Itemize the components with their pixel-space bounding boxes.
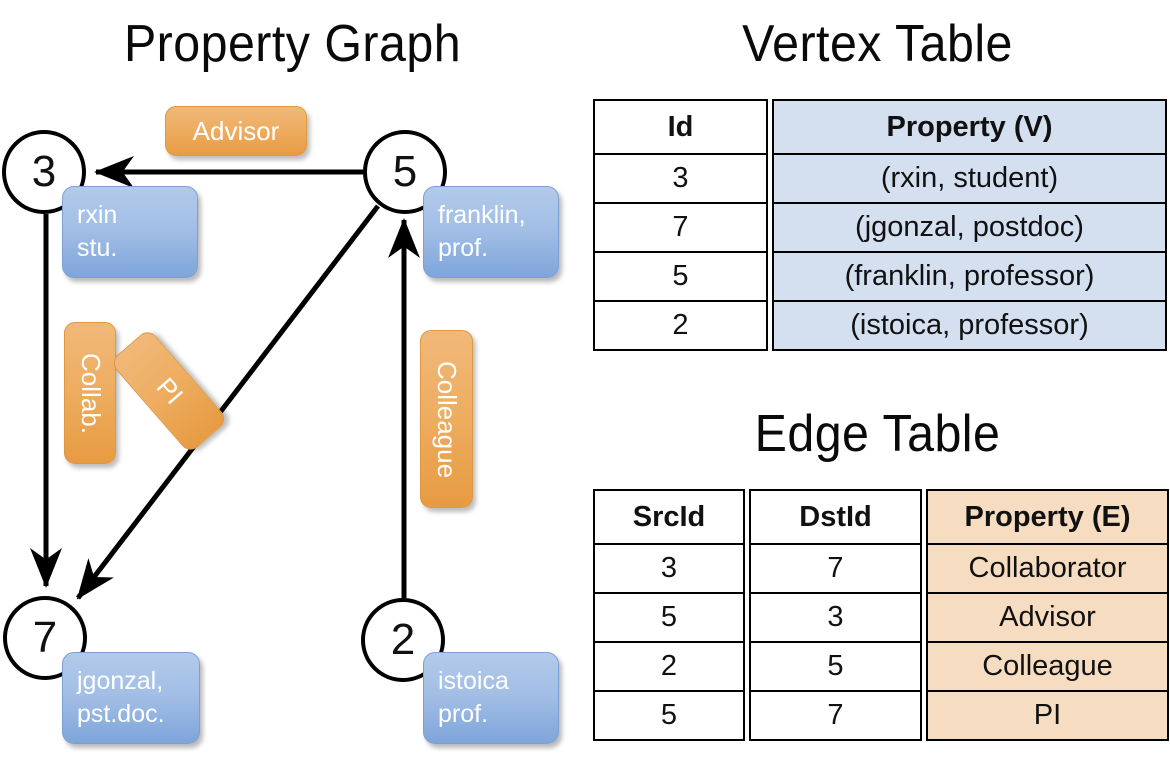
edge-label-advisor: Advisor [165, 106, 307, 156]
edge-table-header-dstid: DstId [749, 489, 922, 545]
vertex-table-cell-id: 2 [593, 300, 768, 351]
vertex-table-property-column: Property (V) (rxin, student) (jgonzal, p… [772, 99, 1167, 351]
table-row: 3 [749, 592, 922, 643]
vertex-table-cell-property: (franklin, professor) [772, 251, 1167, 302]
table-row: 5 [593, 690, 745, 741]
edge-label-collab: Collab. [64, 322, 116, 464]
vertex-table-cell-id: 5 [593, 251, 768, 302]
table-row: Advisor [926, 592, 1169, 643]
vertex-table-header-id: Id [593, 99, 768, 155]
table-row: 2 [593, 641, 745, 692]
table-row: 5 [749, 641, 922, 692]
table-row: PI [926, 690, 1169, 741]
vertex-node-2-label: 2 [390, 615, 416, 664]
vertex-table-cell-property: (jgonzal, postdoc) [772, 202, 1167, 253]
edge-pi-5-to-7 [76, 204, 380, 600]
table-row: 7 [593, 202, 768, 253]
vertex-property-callout-jgonzal: jgonzal, pst.doc. [62, 652, 200, 744]
table-row: 5 [593, 592, 745, 643]
edge-table-header-srcid: SrcId [593, 489, 745, 545]
vertex-node-5[interactable]: 5 [363, 130, 447, 214]
table-row: 2 [593, 300, 768, 351]
edge-table-cell-property: Colleague [926, 641, 1169, 692]
edge-table-cell-srcid: 5 [593, 690, 745, 741]
vertex-table-cell-id: 3 [593, 153, 768, 204]
vertex-property-callout-franklin: franklin, prof. [423, 186, 559, 278]
vertex-node-5-label: 5 [392, 147, 418, 196]
edge-table-srcid-column: SrcId 3 5 2 5 [593, 489, 745, 741]
edge-table-cell-property: Advisor [926, 592, 1169, 643]
graph-edges-layer [30, 156, 420, 600]
edge-table-cell-srcid: 2 [593, 641, 745, 692]
page-title-vertex-table: Vertex Table [742, 15, 1013, 73]
vertex-node-3-label: 3 [31, 147, 57, 196]
edge-table: SrcId 3 5 2 5 DstId 7 3 [593, 489, 1169, 741]
page-title-property-graph: Property Graph [123, 15, 462, 73]
table-header-row: Property (V) [772, 99, 1167, 155]
table-row: 7 [749, 690, 922, 741]
edge-label-colleague-text: Colleague [432, 360, 462, 478]
vertex-table-cell-property: (rxin, student) [772, 153, 1167, 204]
table-row: (jgonzal, postdoc) [772, 202, 1167, 253]
vertex-node-7-label: 7 [32, 613, 58, 662]
edge-table-cell-dstid: 5 [749, 641, 922, 692]
table-header-row: SrcId [593, 489, 745, 545]
table-row: (franklin, professor) [772, 251, 1167, 302]
table-header-row: DstId [749, 489, 922, 545]
vertex-node-2[interactable]: 2 [361, 598, 445, 682]
table-header-row: Id [593, 99, 768, 155]
table-row: Colleague [926, 641, 1169, 692]
edge-table-cell-dstid: 7 [749, 543, 922, 594]
vertex-table: Id 3 7 5 2 Property (V) (rxin, student) [593, 99, 1167, 351]
vertex-table-cell-property: (istoica, professor) [772, 300, 1167, 351]
edge-table-cell-srcid: 5 [593, 592, 745, 643]
table-row: (rxin, student) [772, 153, 1167, 204]
property-graph-diagram: 3 5 7 2 rxin stu. franklin, prof. jgonza… [2, 106, 559, 744]
edge-label-pi-text: PI [149, 371, 189, 410]
table-row: 3 [593, 543, 745, 594]
table-row: 7 [749, 543, 922, 594]
vertex-property-callout-rxin: rxin stu. [62, 186, 198, 278]
table-row: 3 [593, 153, 768, 204]
table-row: Collaborator [926, 543, 1169, 594]
page-title-edge-table: Edge Table [754, 405, 1001, 463]
vertex-property-callout-istoica: istoica prof. [423, 652, 559, 744]
edge-table-cell-srcid: 3 [593, 543, 745, 594]
edge-table-cell-dstid: 7 [749, 690, 922, 741]
vertex-table-header-property: Property (V) [772, 99, 1167, 155]
edge-table-property-column: Property (E) Collaborator Advisor Collea… [926, 489, 1169, 741]
edge-label-advisor-text: Advisor [192, 115, 280, 146]
vertex-table-id-column: Id 3 7 5 2 [593, 99, 768, 351]
edge-table-cell-property: Collaborator [926, 543, 1169, 594]
vertex-table-cell-id: 7 [593, 202, 768, 253]
edge-table-cell-property: PI [926, 690, 1169, 741]
edge-table-cell-dstid: 3 [749, 592, 922, 643]
table-row: (istoica, professor) [772, 300, 1167, 351]
table-header-row: Property (E) [926, 489, 1169, 545]
edge-label-collab-text: Collab. [75, 352, 106, 434]
edge-table-header-property: Property (E) [926, 489, 1169, 545]
edge-label-colleague: Colleague [420, 330, 473, 508]
table-row: 5 [593, 251, 768, 302]
edge-table-dstid-column: DstId 7 3 5 7 [749, 489, 922, 741]
